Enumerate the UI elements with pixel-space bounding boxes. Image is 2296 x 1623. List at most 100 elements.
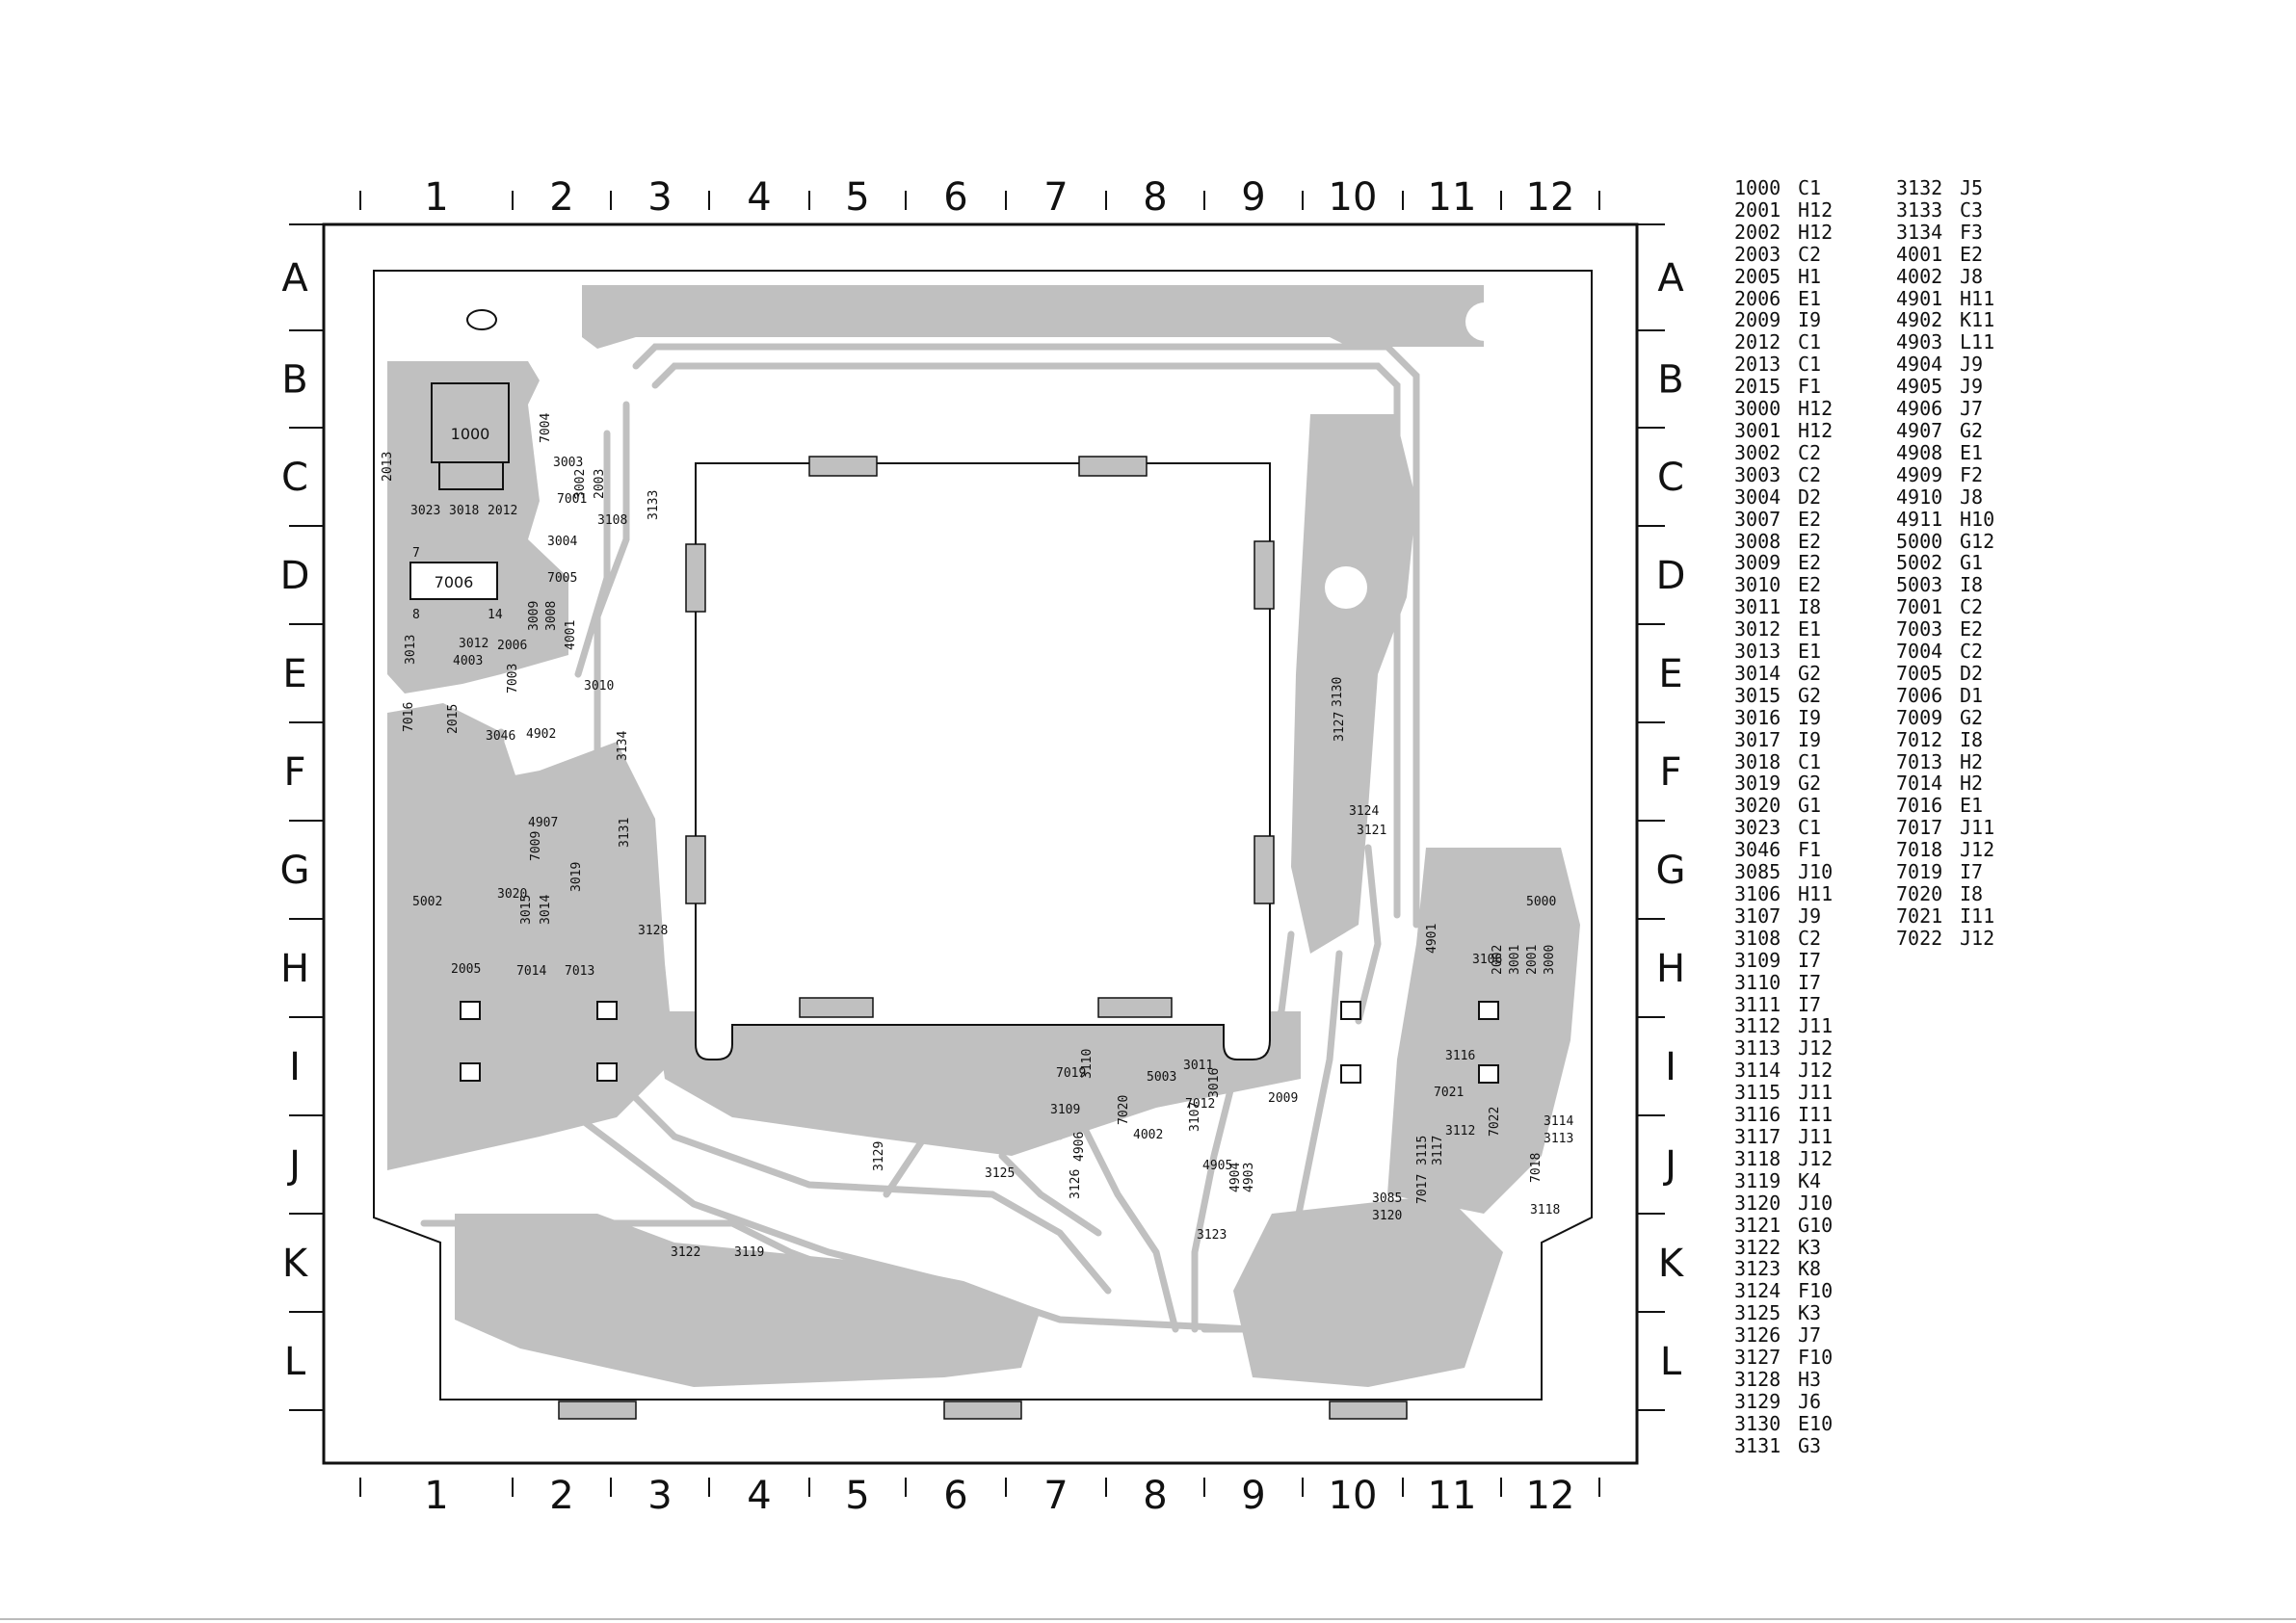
legend-ref: 7014 xyxy=(1896,772,1943,796)
legend-ref: 4904 xyxy=(1896,353,1943,377)
legend-grid-position: C2 xyxy=(1798,462,1822,486)
legend-ref: 3046 xyxy=(1734,838,1781,862)
legend-ref: 3114 xyxy=(1734,1059,1781,1083)
component-ref-4906: 4906 xyxy=(1072,1132,1087,1162)
component-ref-2003: 2003 xyxy=(593,469,607,499)
row-label: E xyxy=(1658,652,1682,696)
component-ref-3116: 3116 xyxy=(1445,1049,1475,1063)
component-ref-3106: 3106 xyxy=(1472,953,1502,967)
component-ref-3108: 3108 xyxy=(597,513,627,528)
component-ref-4904: 4904 xyxy=(1228,1163,1243,1192)
row-label: J xyxy=(1662,1143,1676,1188)
row-label: C xyxy=(281,456,308,500)
pcb-outline xyxy=(373,270,1593,1400)
component-ref-3018: 3018 xyxy=(449,504,479,518)
mounting-holes xyxy=(1325,293,1575,609)
legend-ref: 7005 xyxy=(1896,661,1943,685)
legend-ref: 4905 xyxy=(1896,375,1943,399)
column-label: 1 xyxy=(424,175,448,220)
legend-grid-position: G2 xyxy=(1960,705,1984,729)
row-label: D xyxy=(1656,554,1686,598)
column-label: 5 xyxy=(845,175,869,220)
legend-ref: 7006 xyxy=(1896,683,1943,707)
component-ref-3120: 3120 xyxy=(1372,1209,1402,1223)
component-ref-3112: 3112 xyxy=(1445,1124,1475,1139)
legend-grid-position: J11 xyxy=(1798,1014,1834,1038)
legend-ref: 3000 xyxy=(1734,397,1781,421)
lcd-window-outline xyxy=(695,462,1271,1060)
component-ref-4902: 4902 xyxy=(526,727,556,742)
component-ref-3008: 3008 xyxy=(544,601,559,631)
legend-grid-position: I9 xyxy=(1798,308,1822,332)
legend-grid-position: I11 xyxy=(1960,903,1995,928)
legend-grid-position: J12 xyxy=(1798,1146,1834,1170)
column-label: 4 xyxy=(747,175,771,220)
board-frame xyxy=(322,223,1639,1465)
hole-mid-right xyxy=(1325,566,1367,609)
component-ref-7004: 7004 xyxy=(539,413,553,443)
row-label: L xyxy=(284,1340,306,1384)
component-ref-7018: 7018 xyxy=(1529,1153,1544,1183)
lcd-clips xyxy=(558,456,1408,1420)
legend-ref: 7022 xyxy=(1896,926,1943,950)
legend-ref: 7019 xyxy=(1896,860,1943,884)
legend-grid-position: J12 xyxy=(1960,926,1995,950)
component-ref-3001: 3001 xyxy=(1508,945,1522,975)
legend-ref: 4903 xyxy=(1896,330,1943,354)
ic-7006-pin8: 8 xyxy=(412,608,420,622)
column-label: 10 xyxy=(1329,1474,1378,1518)
copper-center-bottom xyxy=(655,1011,1301,1156)
component-ref-3013: 3013 xyxy=(404,635,418,665)
column-label: 12 xyxy=(1526,175,1575,220)
legend-grid-position: C2 xyxy=(1798,242,1822,266)
legend-grid-position: E2 xyxy=(1798,573,1822,597)
component-ref-3000: 3000 xyxy=(1543,945,1557,975)
component-ref-4001: 4001 xyxy=(564,620,578,650)
column-label: 9 xyxy=(1241,175,1265,220)
component-ref-3046: 3046 xyxy=(486,729,515,744)
component-ref-3133: 3133 xyxy=(647,490,661,520)
column-label: 8 xyxy=(1143,1474,1167,1518)
page-bottom-rule xyxy=(0,1618,2296,1620)
legend-ref: 7004 xyxy=(1896,640,1943,664)
column-label: 7 xyxy=(1043,175,1068,220)
legend-ref: 2001 xyxy=(1734,197,1781,222)
component-ref-4003: 4003 xyxy=(453,654,483,668)
component-ref-3134: 3134 xyxy=(616,731,630,761)
component-ref-7022: 7022 xyxy=(1488,1107,1502,1137)
legend-ref: 2006 xyxy=(1734,286,1781,310)
legend-ref: 3112 xyxy=(1734,1014,1781,1038)
legend-ref: 3133 xyxy=(1896,197,1943,222)
legend-grid-position: J11 xyxy=(1960,816,1995,840)
component-ref-3012: 3012 xyxy=(459,637,488,651)
legend-row: 3112 J11 xyxy=(1734,1015,1858,1037)
row-label: K xyxy=(282,1242,309,1286)
legend-grid-position: G2 xyxy=(1960,418,1984,442)
legend-grid-position: G2 xyxy=(1798,772,1822,796)
column-label: 8 xyxy=(1143,175,1167,220)
component-ref-3129: 3129 xyxy=(872,1141,886,1171)
